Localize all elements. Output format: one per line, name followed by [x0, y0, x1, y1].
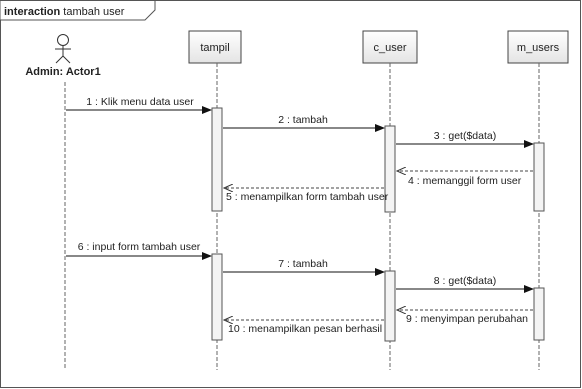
activation-bar — [384, 270, 396, 342]
message-label: 9 : menyimpan perubahan — [406, 313, 528, 325]
lifeline-label-tampil: tampil — [200, 42, 229, 54]
message-label: 1 : Klik menu data user — [86, 96, 194, 108]
frame-name: tambah user — [63, 6, 124, 18]
activation-bar — [533, 287, 545, 341]
message-label: 4 : memanggil form user — [408, 175, 522, 187]
frame-title: interaction tambah user — [4, 6, 125, 18]
message-label: 2 : tambah — [278, 114, 328, 126]
activation-bar — [384, 125, 396, 213]
activation-bar — [211, 107, 223, 212]
message-label: 7 : tambah — [278, 258, 328, 270]
message-label: 8 : get($data) — [434, 275, 496, 287]
message-label: 3 : get($data) — [434, 130, 496, 142]
actor-label: Admin: Actor1 — [25, 66, 100, 78]
lifeline-label-c-user: c_user — [373, 42, 406, 54]
message-label: 10 : menampilkan pesan berhasil — [228, 323, 382, 335]
lifeline-m-users: m_users — [507, 30, 569, 370]
lifeline-box-tampil — [188, 30, 242, 64]
lifeline-box-m-users — [507, 30, 569, 64]
lifeline-label-m-users: m_users — [517, 42, 560, 54]
frame-tab — [0, 0, 156, 21]
actor-figure-icon — [55, 34, 71, 64]
activation-bar — [211, 253, 223, 341]
message-label: 6 : input form tambah user — [78, 241, 201, 253]
lifeline-c-user: c_user — [362, 30, 418, 370]
activation-bar — [533, 142, 545, 212]
frame-keyword: interaction — [4, 6, 61, 18]
message-label: 5 : menampilkan form tambah user — [226, 191, 389, 203]
